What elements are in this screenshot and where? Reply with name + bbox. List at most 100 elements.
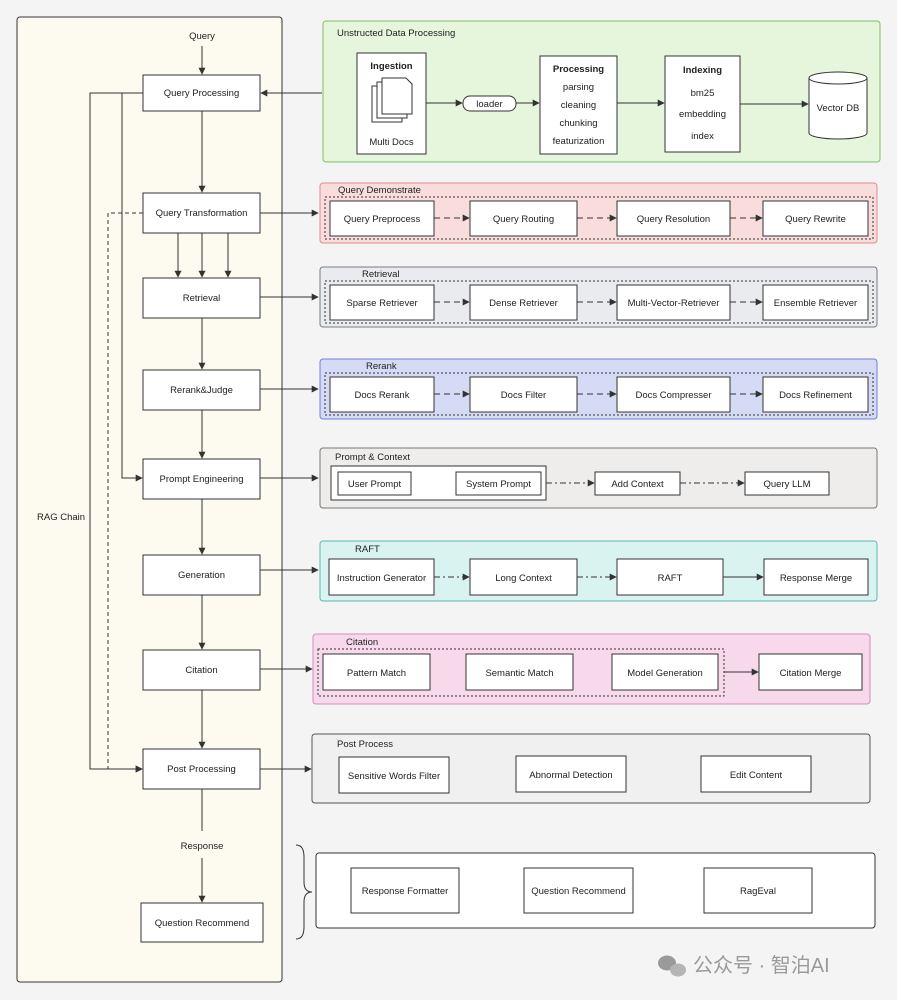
node-sensitive-words-filter[interactable]: Sensitive Words Filter: [338, 756, 450, 794]
node-abnormal-detection[interactable]: Abnormal Detection: [515, 755, 627, 793]
node-ensemble-retriever[interactable]: Ensemble Retriever: [762, 284, 869, 321]
section-query-demonstrate: [319, 182, 878, 244]
rag-chain-label: RAG Chain: [37, 512, 85, 523]
query-label: Query: [189, 31, 215, 42]
svg-text:Pattern Match: Pattern Match: [347, 668, 406, 679]
svg-text:Semantic Match: Semantic Match: [485, 668, 553, 679]
vector-db-cylinder[interactable]: Vector DB: [808, 71, 868, 140]
svg-text:Citation Merge: Citation Merge: [780, 668, 842, 679]
chain-arrows: [89, 92, 232, 903]
svg-text:Indexing: Indexing: [683, 65, 722, 76]
svg-text:Prompt Engineering: Prompt Engineering: [160, 474, 244, 485]
svg-text:Processing: Processing: [553, 64, 604, 75]
chain-step-rerank-judge[interactable]: Rerank&Judge: [142, 369, 261, 411]
node-long-context[interactable]: Long Context: [469, 558, 578, 596]
svg-text:cleaning: cleaning: [561, 100, 596, 111]
section-title-retrieval: Retrieval: [362, 269, 400, 280]
chain-to-section-arrows: [260, 89, 322, 773]
section-title-citation: Citation: [346, 637, 378, 648]
svg-text:User Prompt: User Prompt: [348, 479, 402, 490]
chain-step-citation[interactable]: Citation: [142, 649, 261, 691]
node-question-recommend[interactable]: Question Recommend: [523, 867, 634, 914]
section-raft: [319, 540, 878, 602]
indexing-box[interactable]: Indexing bm25 embedding index: [664, 55, 741, 153]
node-docs-filter[interactable]: Docs Filter: [469, 376, 578, 413]
chain-step-retrieval[interactable]: Retrieval: [142, 277, 261, 319]
node-citation-merge[interactable]: Citation Merge: [758, 653, 863, 691]
svg-text:featurization: featurization: [553, 136, 605, 147]
svg-text:Query Rewrite: Query Rewrite: [785, 214, 846, 225]
node-query-routing[interactable]: Query Routing: [469, 200, 578, 237]
node-dense-retriever[interactable]: Dense Retriever: [469, 284, 578, 321]
svg-text:Query Resolution: Query Resolution: [637, 214, 710, 225]
svg-text:Citation: Citation: [185, 665, 217, 676]
wechat-icon: [658, 955, 686, 977]
svg-text:chunking: chunking: [559, 118, 597, 129]
node-query-preprocess[interactable]: Query Preprocess: [329, 200, 435, 237]
node-docs-compresser[interactable]: Docs Compresser: [616, 376, 731, 413]
node-system-prompt[interactable]: System Prompt: [455, 471, 542, 496]
svg-text:Docs Refinement: Docs Refinement: [779, 390, 852, 401]
node-query-rewrite[interactable]: Query Rewrite: [762, 200, 869, 237]
node-multi-vector-retriever[interactable]: Multi-Vector-Retriever: [616, 284, 731, 321]
document-stack-icon: [371, 77, 413, 123]
node-edit-content[interactable]: Edit Content: [700, 755, 812, 793]
chain-step-post-processing[interactable]: Post Processing: [142, 748, 261, 790]
svg-text:Query LLM: Query LLM: [764, 479, 811, 490]
node-semantic-match[interactable]: Semantic Match: [465, 653, 574, 691]
node-query-llm[interactable]: Query LLM: [744, 471, 830, 496]
svg-text:Retrieval: Retrieval: [183, 293, 221, 304]
svg-text:Instruction Generator: Instruction Generator: [337, 573, 426, 584]
node-response-formatter[interactable]: Response Formatter: [350, 867, 460, 914]
node-model-generation[interactable]: Model Generation: [611, 653, 719, 691]
node-query-resolution[interactable]: Query Resolution: [616, 200, 731, 237]
watermark-text: 公众号 · 智泊AI: [693, 954, 830, 977]
node-docs-rerank[interactable]: Docs Rerank: [329, 376, 435, 413]
processing-box[interactable]: Processing parsing cleaning chunking fea…: [539, 55, 618, 155]
chain-step-query-transformation[interactable]: Query Transformation: [142, 192, 261, 234]
chain-step-generation[interactable]: Generation: [142, 554, 261, 596]
chain-step-query-processing[interactable]: Query Processing: [142, 74, 261, 112]
section-title-prompt-context: Prompt & Context: [335, 452, 410, 463]
node-docs-refinement[interactable]: Docs Refinement: [762, 376, 869, 413]
svg-text:bm25: bm25: [691, 88, 715, 99]
section-title-rerank: Rerank: [366, 361, 397, 372]
curly-brace: [295, 844, 313, 940]
node-instruction-generator[interactable]: Instruction Generator: [328, 558, 435, 596]
response-label: Response: [181, 841, 224, 852]
svg-text:RagEval: RagEval: [740, 886, 776, 897]
node-sparse-retriever[interactable]: Sparse Retriever: [329, 284, 435, 321]
svg-text:Abnormal Detection: Abnormal Detection: [529, 770, 612, 781]
section-citation: [312, 633, 871, 705]
svg-text:embedding: embedding: [679, 109, 726, 120]
node-rageval[interactable]: RagEval: [703, 867, 813, 914]
node-pattern-match[interactable]: Pattern Match: [322, 653, 431, 691]
svg-text:Query Routing: Query Routing: [493, 214, 554, 225]
section-retrieval: [319, 266, 878, 328]
svg-text:parsing: parsing: [563, 82, 594, 93]
svg-text:Multi-Vector-Retriever: Multi-Vector-Retriever: [628, 298, 720, 309]
node-response-merge[interactable]: Response Merge: [763, 558, 869, 596]
node-add-context[interactable]: Add Context: [594, 471, 681, 496]
svg-text:Generation: Generation: [178, 570, 225, 581]
svg-text:Response Formatter: Response Formatter: [362, 886, 449, 897]
svg-text:Vector DB: Vector DB: [817, 103, 860, 114]
unstructured-title: Unstructed Data Processing: [337, 28, 455, 39]
svg-text:index: index: [691, 131, 714, 142]
ingestion-box[interactable]: Ingestion Multi Docs: [356, 52, 427, 155]
svg-text:Dense Retriever: Dense Retriever: [489, 298, 558, 309]
svg-text:Add Context: Add Context: [611, 479, 664, 490]
section-title-query-demonstrate: Query Demonstrate: [338, 185, 421, 196]
node-raft[interactable]: RAFT: [616, 558, 724, 596]
svg-text:Docs Rerank: Docs Rerank: [355, 390, 410, 401]
chain-step-question-recommend[interactable]: Question Recommend: [140, 902, 264, 943]
chain-step-prompt-engineering[interactable]: Prompt Engineering: [142, 458, 261, 500]
node-user-prompt[interactable]: User Prompt: [337, 471, 412, 496]
svg-text:Post Processing: Post Processing: [167, 764, 236, 775]
loader-pill[interactable]: loader: [462, 95, 517, 112]
svg-text:Query Preprocess: Query Preprocess: [344, 214, 421, 225]
svg-text:Query Transformation: Query Transformation: [156, 208, 248, 219]
svg-text:Docs Compresser: Docs Compresser: [635, 390, 711, 401]
svg-text:Query Processing: Query Processing: [164, 88, 240, 99]
